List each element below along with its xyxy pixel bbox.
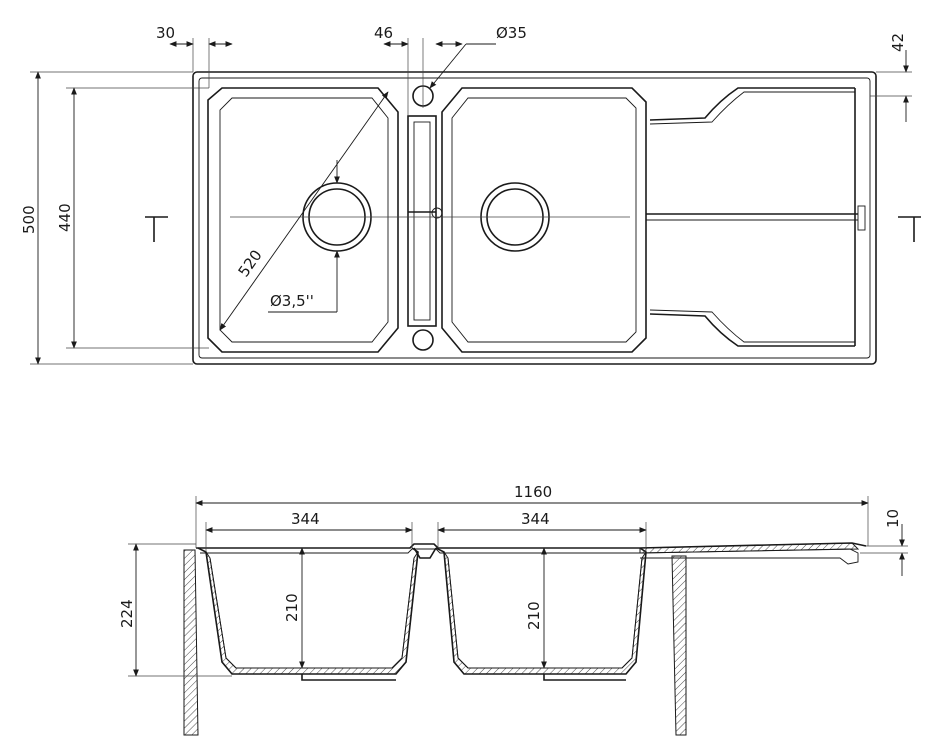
countertop-right — [671, 555, 687, 736]
left-bowl-section — [197, 547, 419, 675]
right-bowl — [441, 87, 647, 353]
dim-edge-height: 42 — [889, 33, 907, 52]
divider-section — [413, 547, 437, 559]
dim-overall-width: 1160 — [514, 483, 552, 501]
drainer — [646, 87, 866, 347]
dim-bowl-left-width: 344 — [291, 510, 320, 528]
section-marker-left — [145, 216, 168, 242]
dim-inner-left: 210 — [283, 593, 301, 622]
countertop-left — [183, 549, 199, 736]
dim-diagonal: 520 — [235, 247, 266, 281]
top-view: 30 46 Ø35 42 500 440 520 Ø3,5'' — [20, 24, 921, 365]
sink-outline — [192, 71, 877, 365]
center-divider-inner — [413, 121, 431, 321]
dim-bowl-right-width: 344 — [521, 510, 550, 528]
right-bowl-inner — [451, 97, 637, 343]
dim-bowl-height: 224 — [118, 599, 136, 628]
center-divider — [407, 115, 437, 327]
section-marker-right — [898, 216, 921, 242]
sink-inner-outline — [198, 77, 871, 359]
tap-hole-bottom — [412, 329, 434, 351]
side-view: 1160 344 344 10 224 210 210 — [118, 483, 908, 736]
dim-tap-hole: Ø35 — [496, 24, 527, 42]
dim-overall-depth: 500 — [20, 205, 38, 234]
dim-rim-thickness: 10 — [884, 509, 902, 528]
dim-bowl-depth: 440 — [56, 203, 74, 232]
dim-drain: Ø3,5'' — [270, 292, 314, 310]
dim-lip-offset: 30 — [156, 24, 175, 42]
dim-inner-right: 210 — [525, 601, 543, 630]
dim-center-gap: 46 — [374, 24, 393, 42]
